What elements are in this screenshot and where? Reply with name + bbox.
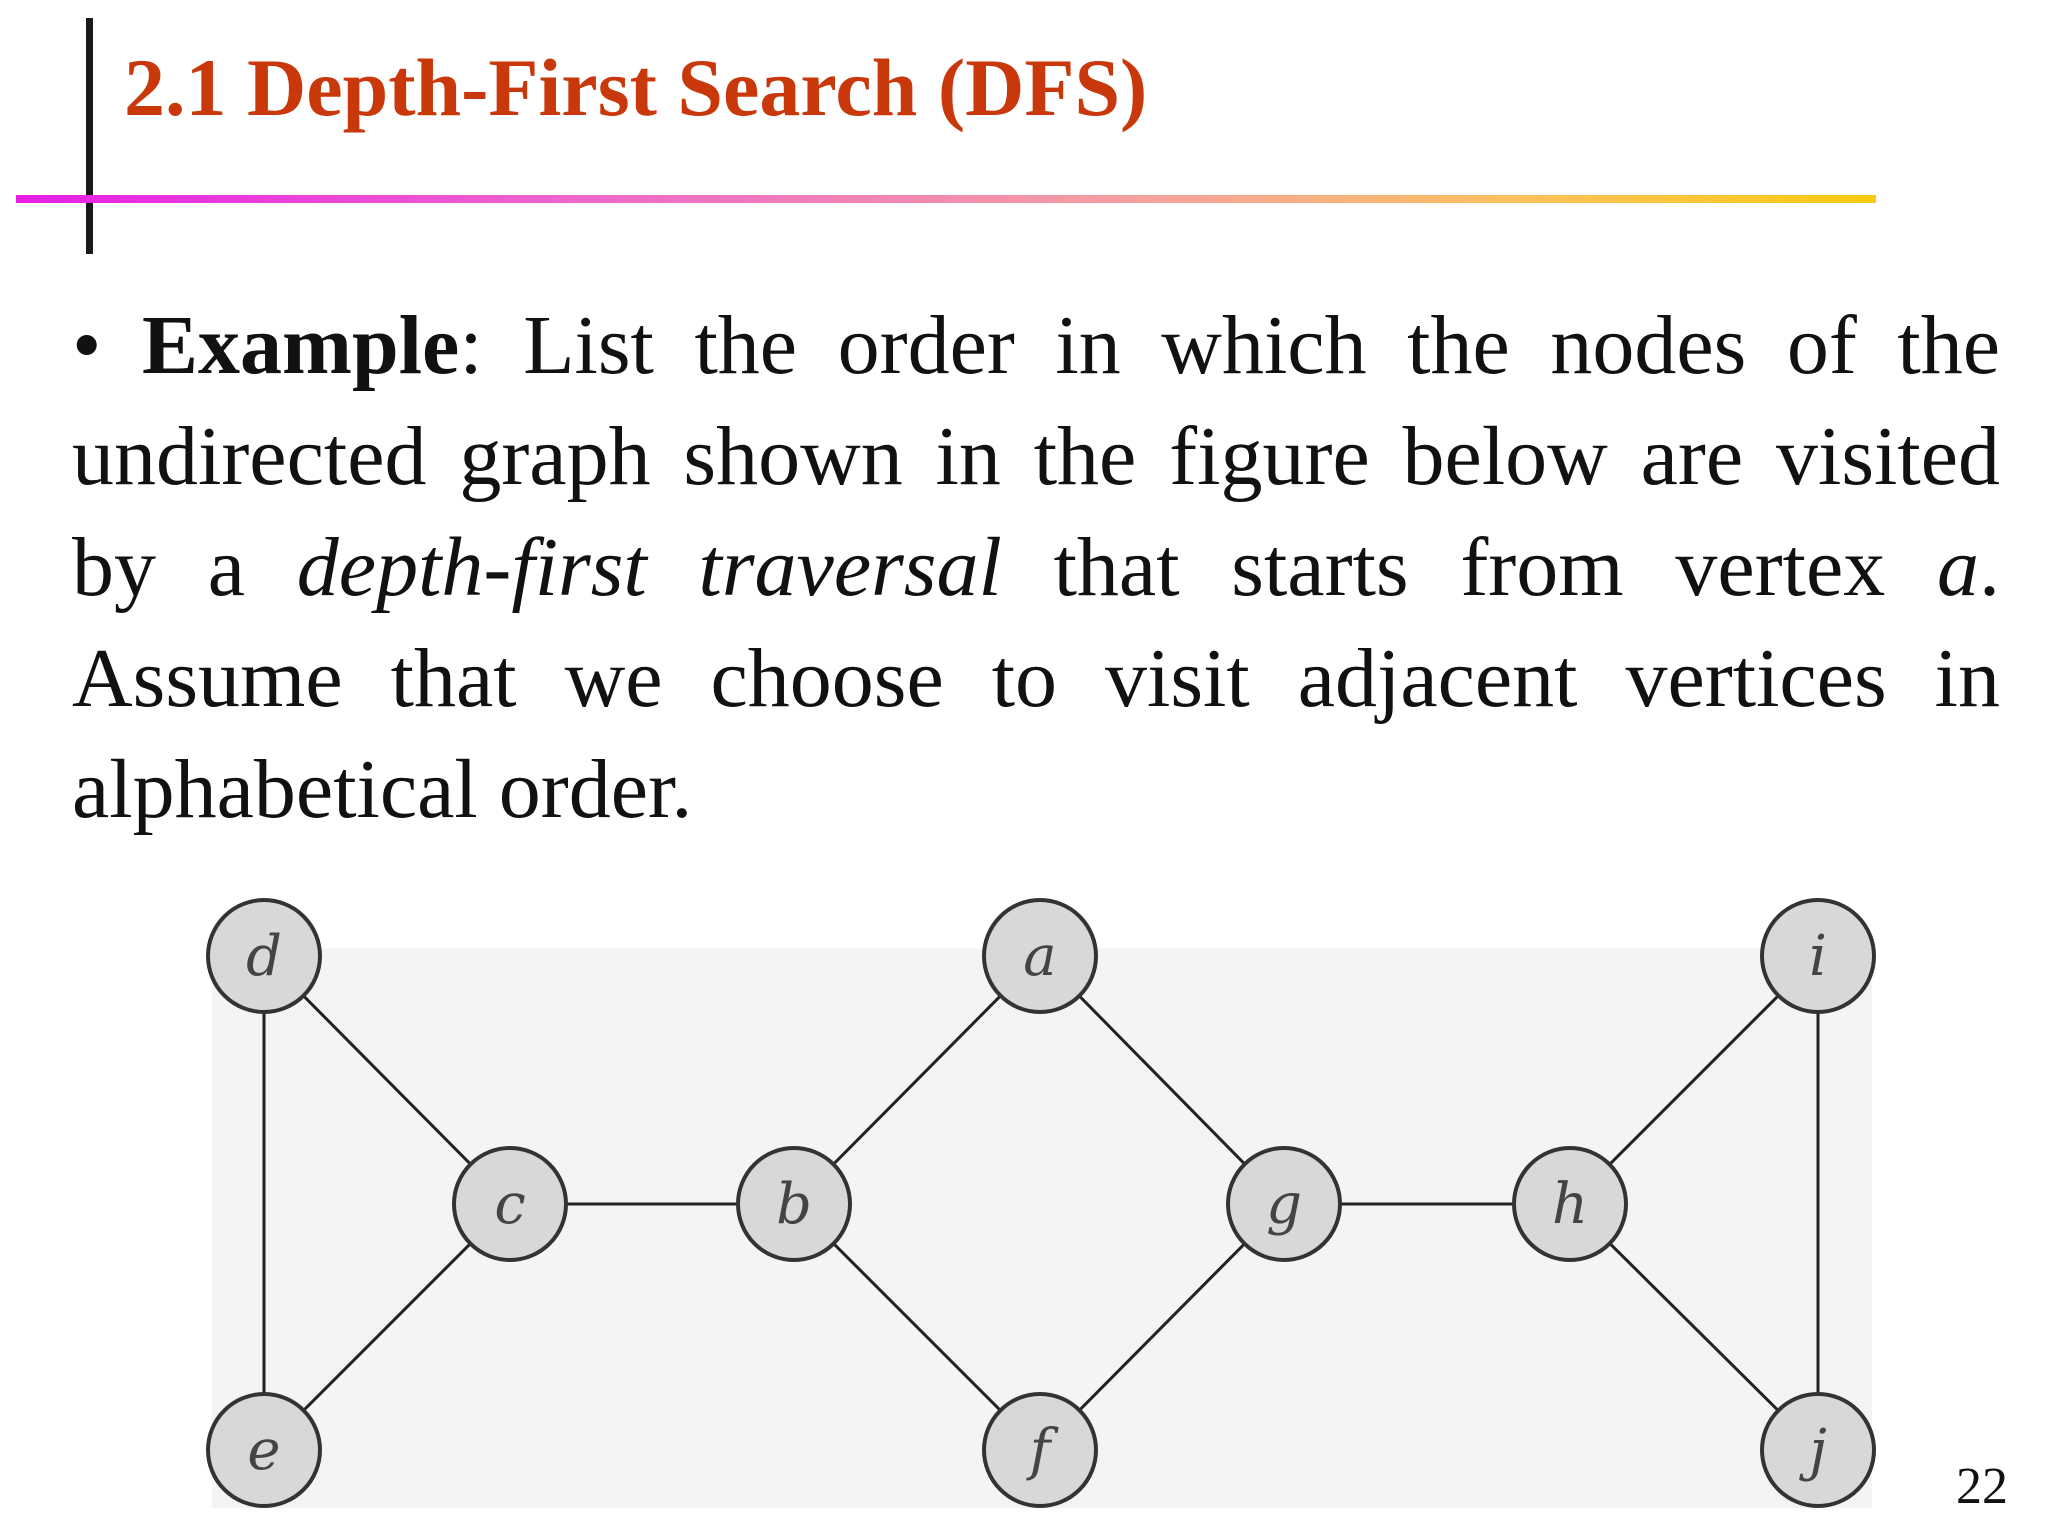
graph-figure: d a i c b g h e f j: [204, 890, 1880, 1526]
node-g: g: [1226, 1146, 1342, 1262]
node-circle: [1760, 898, 1876, 1014]
text-italic-traversal: depth-first traversal: [296, 521, 1002, 614]
bullet: •: [72, 299, 102, 392]
node-circle: [1760, 1392, 1876, 1508]
graph-nodes: d a i c b g h e f j: [206, 898, 1876, 1508]
node-i: i: [1760, 898, 1876, 1014]
node-label: d: [246, 924, 282, 989]
text-part-1: : List the order in which the nodes of t…: [72, 299, 2001, 614]
node-circle: [736, 1146, 852, 1262]
node-label: e: [247, 1418, 280, 1483]
text-italic-vertex: a: [1937, 521, 1979, 614]
edge-h-i: [1568, 954, 1820, 1206]
node-c: c: [452, 1146, 568, 1262]
node-b: b: [736, 1146, 852, 1262]
slide-title: 2.1 Depth-First Search (DFS): [124, 42, 1148, 133]
node-label: i: [1809, 924, 1827, 989]
text-part-3: . Assume that we choose to visit adjacen…: [72, 521, 2000, 836]
node-label: b: [776, 1172, 812, 1237]
node-j: j: [1760, 1392, 1876, 1508]
example-label: Example: [141, 299, 460, 392]
text-part-2: that starts from vertex: [1001, 521, 1937, 614]
node-label: c: [494, 1172, 525, 1237]
node-label: g: [1266, 1172, 1302, 1237]
node-f: f: [982, 1392, 1098, 1508]
edge-d-c: [262, 954, 512, 1206]
graph-diagram: d a i c b g h e f j: [206, 898, 1876, 1508]
node-circle: [206, 1392, 322, 1508]
node-a: a: [982, 898, 1098, 1014]
page-number: 22: [1956, 1458, 2008, 1515]
edge-b-a: [792, 954, 1042, 1206]
node-d: d: [206, 898, 322, 1014]
example-paragraph: • Example: List the order in which the n…: [72, 290, 2000, 845]
node-circle: [1512, 1146, 1628, 1262]
node-circle: [982, 1392, 1098, 1508]
node-circle: [452, 1146, 568, 1262]
node-circle: [1226, 1146, 1342, 1262]
edge-h-j: [1568, 1202, 1820, 1452]
node-h: h: [1512, 1146, 1628, 1262]
node-label: a: [1023, 924, 1056, 989]
title-accent-bar: [86, 18, 93, 254]
node-e: e: [206, 1392, 322, 1508]
node-circle: [982, 898, 1098, 1014]
node-circle: [206, 898, 322, 1014]
node-label: h: [1552, 1172, 1588, 1237]
title-underline: [16, 195, 1876, 203]
